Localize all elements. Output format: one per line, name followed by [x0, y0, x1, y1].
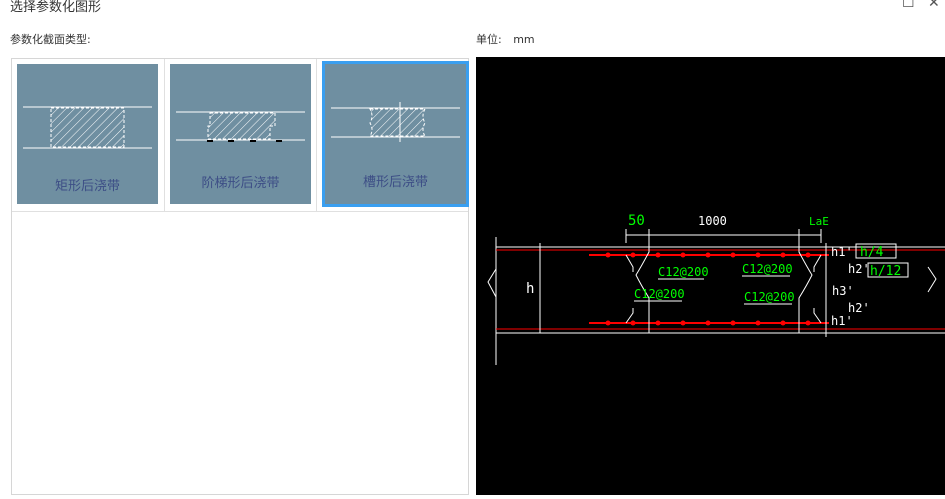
dim-50-label: 50: [628, 213, 645, 229]
section-preview: h 50 1000 LaE C12@200 C12@200 C12@200 C1…: [476, 57, 945, 495]
rebar-dots: [605, 252, 811, 326]
shape-list-panel: 矩形后浇带: [11, 58, 469, 495]
rebar-label-top-right: C12@200: [742, 262, 793, 276]
h4-box-label: h/4: [860, 245, 884, 260]
groove-shape-icon: [331, 102, 460, 142]
groove-section-drawing: h 50 1000 LaE C12@200 C12@200 C12@200 C1…: [487, 213, 945, 365]
shape-option-stepped[interactable]: 阶梯形后浇带: [164, 59, 316, 211]
stepped-shape-icon: [176, 111, 305, 142]
h1-top-label: h1': [831, 245, 853, 259]
rebar-label-top-left: C12@200: [658, 265, 709, 279]
h2-top-label: h2': [848, 262, 870, 276]
rect-shape-icon: [23, 106, 152, 149]
h2-bottom-label: h2': [848, 301, 870, 315]
shape-grid-row: 矩形后浇带: [12, 59, 469, 212]
dim-lae-label: LaE: [809, 215, 829, 228]
unit-value: mm: [513, 33, 535, 46]
rebar-label-bottom-right: C12@200: [744, 290, 795, 304]
section-type-label: 参数化截面类型:: [10, 33, 91, 46]
close-icon[interactable]: ✕: [928, 0, 940, 11]
shape-card-stepped: 阶梯形后浇带: [170, 64, 311, 204]
shape-caption-groove: 槽形后浇带: [362, 175, 428, 190]
unit-label-text: 单位:: [476, 33, 502, 46]
shape-card-rect: 矩形后浇带: [17, 64, 158, 204]
h3-label: h3': [832, 284, 854, 298]
h1-bottom-label: h1': [831, 314, 853, 328]
maximize-icon[interactable]: ☐: [902, 0, 915, 11]
shape-card-groove: 槽形后浇带: [322, 61, 469, 207]
rebar-label-bottom-left: C12@200: [634, 287, 685, 301]
shape-caption-rect: 矩形后浇带: [54, 179, 120, 194]
window-title: 选择参数化图形: [10, 0, 102, 15]
unit-label: 单位: mm: [476, 31, 535, 47]
shape-option-groove[interactable]: 槽形后浇带: [316, 59, 469, 211]
dim-1000-label: 1000: [698, 214, 727, 228]
shape-option-rect[interactable]: 矩形后浇带: [12, 59, 164, 211]
h-dim-label: h: [526, 281, 534, 297]
shape-caption-stepped: 阶梯形后浇带: [201, 176, 280, 191]
h12-box-label: h/12: [870, 264, 901, 279]
